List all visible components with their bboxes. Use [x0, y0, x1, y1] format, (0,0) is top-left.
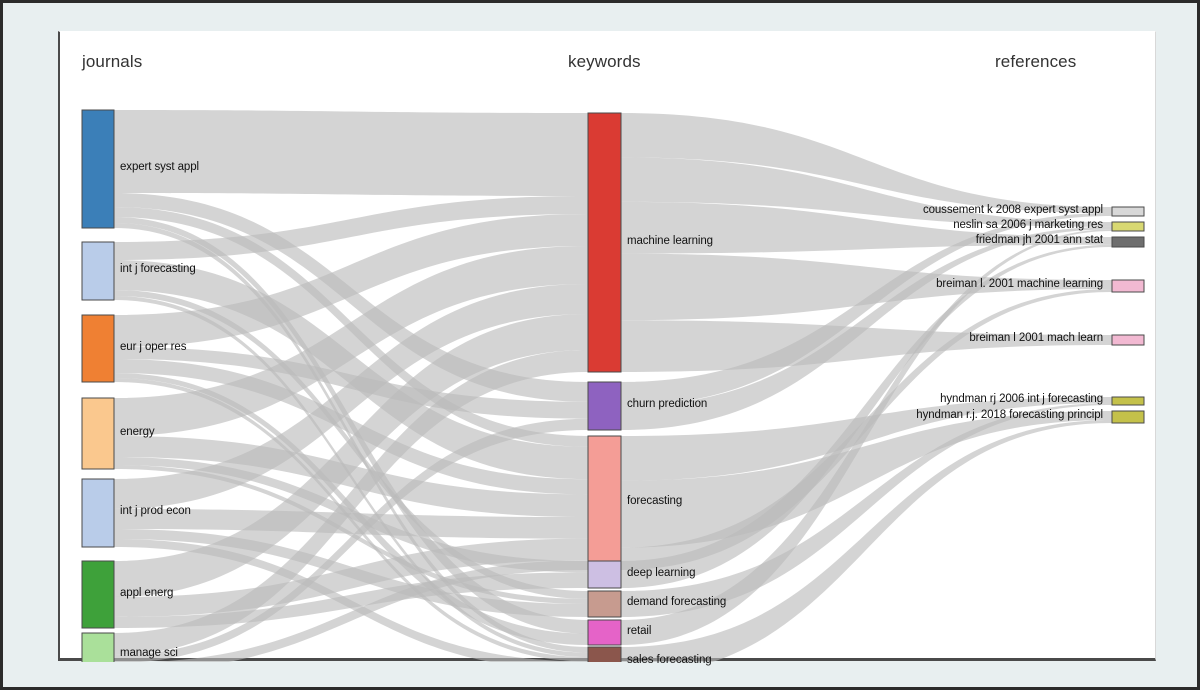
node-label-breiman-l-2001-machine-learning: breiman l. 2001 machine learning [936, 278, 1103, 290]
sankey-link [621, 213, 1112, 406]
node-label-breiman-l-2001-mach-learn: breiman l 2001 mach learn [969, 332, 1103, 344]
sankey-link [621, 397, 1112, 481]
sankey-link [114, 436, 588, 518]
sankey-link [621, 157, 1112, 227]
sankey-link [114, 509, 588, 539]
node-label-int-j-forecasting: int j forecasting [120, 263, 196, 275]
sankey-node-forecasting[interactable] [587, 435, 622, 571]
sankey-node-manage-sci[interactable] [81, 632, 115, 662]
sankey-link [114, 465, 588, 604]
sankey-link [114, 214, 588, 347]
sankey-link [114, 418, 588, 662]
column-header-keywords: keywords [568, 52, 641, 71]
sankey-node-retail[interactable] [587, 619, 622, 646]
sankey-link [114, 196, 588, 260]
sankey-link [621, 201, 1112, 254]
node-label-machine-learning: machine learning [627, 234, 713, 247]
column-header-references: references [995, 52, 1077, 71]
node-label-expert-syst-appl: expert syst appl [120, 161, 199, 173]
sankey-link [114, 193, 588, 402]
sankey-links-layer [114, 110, 1112, 662]
sankey-link [621, 244, 1112, 588]
sankey-node-breiman-l-2001-mach-learn[interactable] [1111, 334, 1145, 346]
sankey-node-churn-prediction[interactable] [587, 381, 622, 431]
sankey-node-int-j-prod-econ[interactable] [81, 478, 115, 548]
sankey-link [621, 253, 1112, 321]
node-label-forecasting: forecasting [627, 495, 683, 507]
sankey-node-eur-j-oper-res[interactable] [81, 314, 115, 383]
node-label-appl-energ: appl energ [120, 586, 174, 599]
node-label-demand-forecasting: demand forecasting [627, 596, 727, 608]
node-label-coussement-k-2008-expert-syst-appl: coussement k 2008 expert syst appl [922, 203, 1103, 216]
node-label-manage-sci: manage sci [120, 647, 178, 659]
column-header-journals: journals [82, 52, 143, 71]
sankey-svg-canvas [81, 109, 1145, 662]
node-label-neslin-sa-2006-j-marketing-res: neslin sa 2006 j marketing res [953, 218, 1103, 231]
sankey-nodes-layer [81, 109, 1145, 662]
sankey-link [114, 260, 588, 480]
sankey-link [114, 110, 588, 196]
sankey-link [621, 403, 1112, 617]
sankey-panel: journals keywords references expert syst… [58, 31, 1156, 666]
sankey-node-appl-energ[interactable] [81, 560, 115, 629]
sankey-node-sales-forecasting[interactable] [587, 646, 622, 662]
sankey-link [621, 113, 1112, 213]
sankey-node-hyndman-r-j-2018-forecasting-principl[interactable] [1111, 410, 1145, 424]
sankey-node-energy[interactable] [81, 397, 115, 470]
node-label-energy: energy [120, 425, 155, 438]
sankey-link [114, 538, 588, 617]
node-label-eur-j-oper-res: eur j oper res [120, 340, 187, 353]
sankey-link [150, 560, 588, 662]
sankey-link [114, 350, 588, 655]
node-label-hyndman-rj-2006-int-j-forecasting: hyndman rj 2006 int j forecasting [940, 393, 1103, 405]
sankey-link [114, 359, 588, 495]
sankey-link [114, 284, 588, 509]
sankey-node-int-j-forecasting[interactable] [81, 241, 115, 301]
sankey-node-expert-syst-appl[interactable] [81, 109, 115, 229]
sankey-link [621, 226, 1112, 430]
node-label-friedman-jh-2001-ann-stat: friedman jh 2001 ann stat [975, 234, 1103, 246]
node-label-int-j-prod-econ: int j prod econ [120, 505, 191, 517]
sankey-node-deep-learning[interactable] [587, 560, 622, 589]
sankey-link [114, 314, 588, 597]
sankey-node-hyndman-rj-2006-int-j-forecasting[interactable] [1111, 396, 1145, 406]
sankey-link [621, 411, 1112, 548]
node-label-hyndman-r-j-2018-forecasting-principl: hyndman r.j. 2018 forecasting principl [916, 409, 1103, 421]
node-label-deep-learning: deep learning [627, 566, 696, 579]
node-label-churn-prediction: churn prediction [627, 398, 708, 410]
sankey-link [621, 420, 1112, 662]
sankey-link [114, 246, 588, 436]
sankey-node-breiman-l-2001-machine-learning[interactable] [1111, 279, 1145, 293]
sankey-link [621, 320, 1112, 372]
node-label-retail: retail [627, 624, 652, 637]
sankey-node-demand-forecasting[interactable] [587, 590, 622, 618]
sankey-node-friedman-jh-2001-ann-stat[interactable] [1111, 236, 1145, 248]
sankey-node-neslin-sa-2006-j-marketing-res[interactable] [1111, 221, 1145, 232]
sankey-link [621, 229, 1112, 645]
sankey-node-coussement-k-2008-expert-syst-appl[interactable] [1111, 206, 1145, 217]
sankey-node-machine-learning[interactable] [587, 112, 622, 373]
node-label-sales-forecasting: sales forecasting [627, 653, 712, 666]
